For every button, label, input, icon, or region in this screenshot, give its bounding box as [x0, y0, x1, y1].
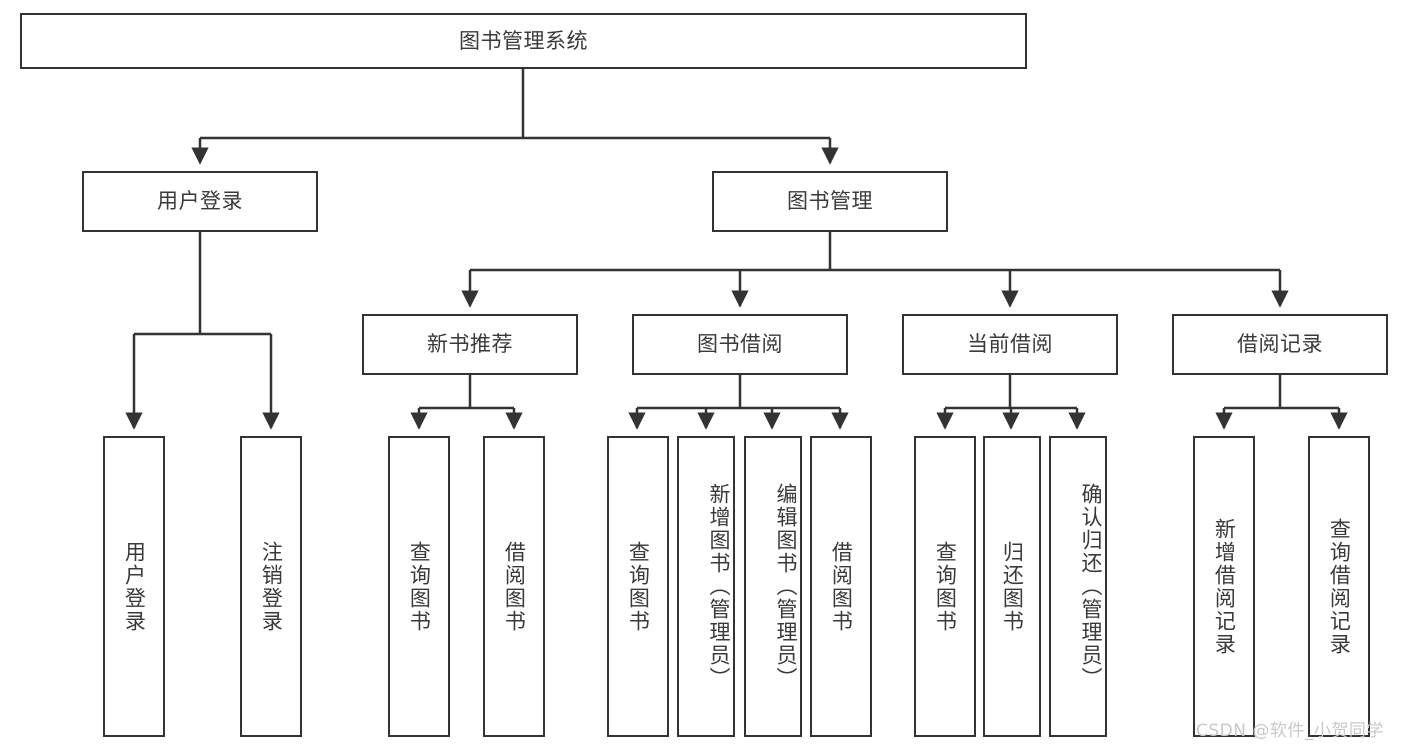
leaf-query-book-borrow[interactable]: 查询图书	[607, 436, 669, 737]
node-label: 新增图书（管理员）	[707, 483, 731, 690]
leaf-add-borrow-record[interactable]: 新增借阅记录	[1193, 436, 1255, 737]
leaf-user-login[interactable]: 用户登录	[103, 436, 165, 737]
node-label: 归还图书	[1000, 540, 1025, 633]
node-label: 图书管理系统	[459, 28, 588, 53]
node-new-book-recommend[interactable]: 新书推荐	[362, 314, 578, 375]
node-label: 用户登录	[122, 540, 147, 633]
node-label: 当前借阅	[967, 332, 1053, 357]
leaf-query-book-recommend[interactable]: 查询图书	[388, 436, 450, 737]
node-label: 借阅图书	[829, 540, 854, 633]
leaf-borrow-book-recommend[interactable]: 借阅图书	[483, 436, 545, 737]
node-borrow-record[interactable]: 借阅记录	[1172, 314, 1388, 375]
node-label: 借阅图书	[502, 540, 527, 633]
leaf-user-logout[interactable]: 注销登录	[240, 436, 302, 737]
leaf-return-book[interactable]: 归还图书	[983, 436, 1041, 737]
node-label: 图书管理	[787, 189, 873, 214]
leaf-edit-book-admin[interactable]: 编辑图书（管理员）	[744, 436, 802, 737]
node-label: 图书借阅	[697, 332, 783, 357]
node-book-management[interactable]: 图书管理	[712, 171, 948, 232]
node-label: 确认归还（管理员）	[1079, 483, 1103, 690]
node-book-borrow[interactable]: 图书借阅	[632, 314, 848, 375]
node-current-borrow[interactable]: 当前借阅	[902, 314, 1118, 375]
leaf-add-book-admin[interactable]: 新增图书（管理员）	[677, 436, 735, 737]
node-label: 查询借阅记录	[1327, 517, 1352, 656]
node-label: 编辑图书（管理员）	[774, 483, 798, 690]
node-label: 查询图书	[933, 540, 958, 633]
node-label: 新增借阅记录	[1212, 517, 1237, 656]
node-label: 用户登录	[157, 189, 243, 214]
node-label: 注销登录	[259, 540, 284, 633]
node-label: 借阅记录	[1237, 332, 1323, 357]
leaf-confirm-return-admin[interactable]: 确认归还（管理员）	[1049, 436, 1107, 737]
node-label: 查询图书	[407, 540, 432, 633]
node-label: 查询图书	[626, 540, 651, 633]
node-user-login[interactable]: 用户登录	[82, 171, 318, 232]
leaf-query-book-current[interactable]: 查询图书	[914, 436, 976, 737]
leaf-borrow-book[interactable]: 借阅图书	[810, 436, 872, 737]
csdn-watermark: CSDN @软件_小贺同学	[1196, 721, 1384, 741]
leaf-query-borrow-record[interactable]: 查询借阅记录	[1308, 436, 1370, 737]
node-label: 新书推荐	[427, 332, 513, 357]
node-root-system[interactable]: 图书管理系统	[20, 13, 1027, 69]
